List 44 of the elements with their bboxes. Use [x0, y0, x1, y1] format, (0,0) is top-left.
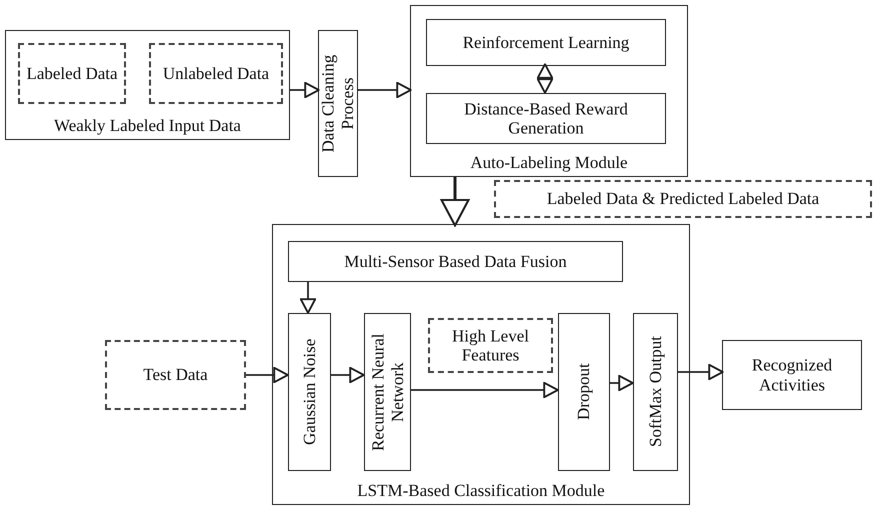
process-box [288, 241, 623, 282]
node-label: Reinforcement Learning [462, 32, 630, 52]
arrow [440, 177, 470, 227]
node-label: Multi-Sensor Based Data Fusion [343, 252, 568, 272]
module-title: LSTM-Based Classification Module [356, 481, 606, 501]
node-label: Distance-Based Reward Generation [463, 98, 629, 138]
arrow [290, 82, 320, 98]
arrow [358, 82, 412, 98]
node-label: Labeled Data & Predicted Labeled Data [546, 189, 820, 209]
node-label: Gaussian Noise [300, 338, 320, 448]
arrow [536, 63, 554, 94]
layer-box [558, 313, 610, 471]
module-title: Weakly Labeled Input Data [53, 116, 242, 136]
node-label: Test Data [142, 365, 209, 385]
process-box [318, 30, 358, 177]
arrow [609, 374, 634, 392]
process-box [426, 19, 666, 66]
arrow [300, 281, 316, 314]
module-panel [272, 224, 690, 505]
process-box [426, 93, 666, 144]
data-box [149, 43, 283, 104]
data-box [105, 340, 246, 410]
node-label: SoftMax Output [646, 335, 666, 450]
node-label: High Level Features [451, 326, 530, 366]
node-label: Recognized Activities [750, 355, 834, 395]
arrow [677, 364, 724, 380]
arrow [246, 366, 289, 384]
node-label: Unlabeled Data [162, 64, 270, 84]
node-label: Data Cleaning Process [318, 54, 358, 154]
node-label: Recurrent Neural Network [368, 332, 408, 453]
arrow [330, 366, 365, 384]
data-box [494, 180, 872, 218]
data-box [428, 318, 553, 373]
layer-box [364, 313, 411, 471]
node-label: Labeled Data [25, 64, 119, 84]
module-panel [410, 5, 688, 177]
input-data-panel [5, 30, 290, 140]
layer-box [288, 313, 331, 471]
data-box [18, 43, 126, 104]
process-box [722, 340, 862, 410]
module-title: Auto-Labeling Module [469, 153, 629, 173]
node-label: Dropout [574, 362, 594, 422]
arrow [410, 382, 559, 398]
layer-box [633, 313, 678, 471]
